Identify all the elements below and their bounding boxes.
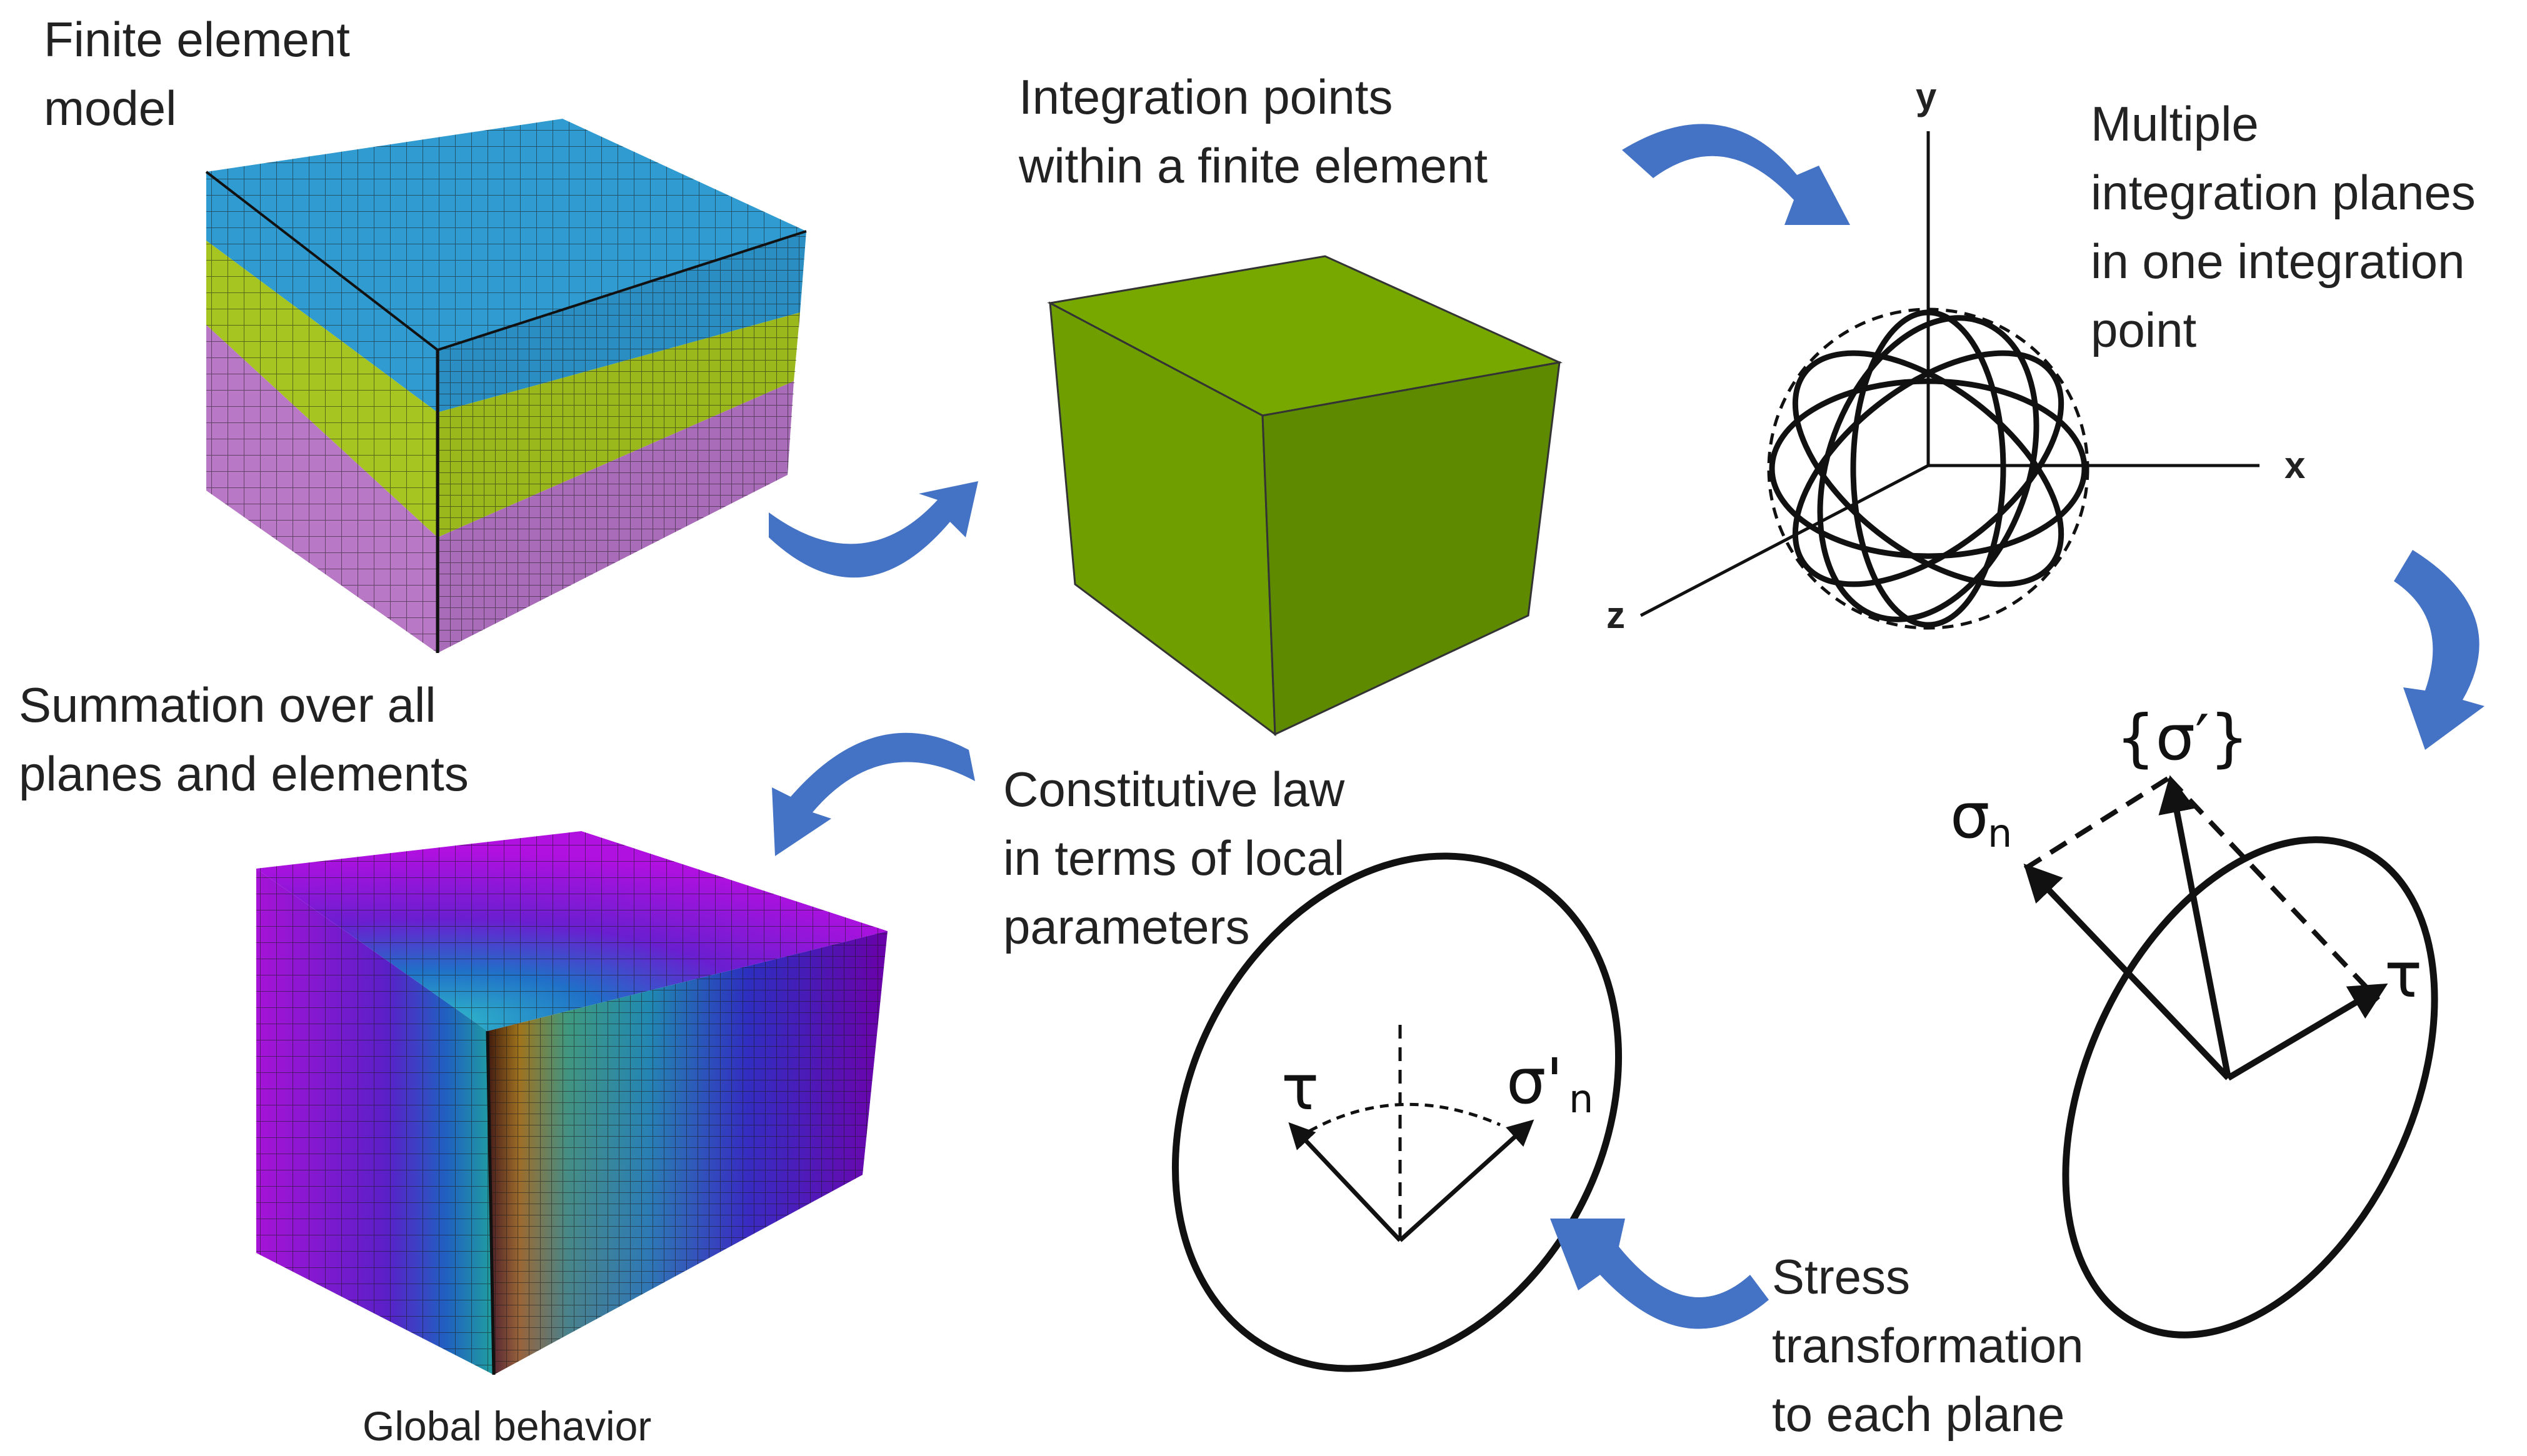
svg-text:model: model	[44, 81, 176, 136]
axis-label-z: z	[1606, 594, 1625, 636]
svg-text:point: point	[2091, 302, 2196, 357]
svg-text:Finite element: Finite element	[44, 12, 350, 67]
svg-text:n: n	[1988, 810, 2012, 856]
svg-text:transformation: transformation	[1772, 1318, 2084, 1373]
label-multiple-planes: Multiple integration planes in one integ…	[2091, 96, 2476, 357]
local-stress-plane	[1172, 852, 1622, 1372]
svg-text:Stress: Stress	[1772, 1249, 1910, 1304]
svg-text:planes and elements: planes and elements	[19, 746, 469, 801]
svg-text:Constitutive law: Constitutive law	[1003, 762, 1345, 817]
svg-text:to each plane: to each plane	[1772, 1387, 2064, 1442]
flow-arrows	[769, 124, 2484, 1329]
axis-label-x: x	[2284, 444, 2305, 486]
global-behavior-cube	[256, 831, 888, 1375]
svg-text:σ: σ	[1950, 779, 1989, 852]
label-integration-points: Integration points within a finite eleme…	[1018, 69, 1488, 193]
fe-model-cube	[205, 119, 807, 653]
z-axis	[1639, 464, 1929, 617]
svg-text:in terms of local: in terms of local	[1003, 830, 1344, 885]
svg-text:in one integration: in one integration	[2091, 234, 2464, 289]
stress-vector-plane	[2023, 775, 2438, 1339]
symbol-sigma-prime-vector: {σ′}	[2116, 701, 2249, 774]
arrow-vector-to-plane	[1550, 1219, 1769, 1329]
symbol-sigma-n: σ n	[1950, 779, 2012, 856]
symbol-sigma-prime-n: σ' n	[1506, 1045, 1593, 1122]
symbol-tau-left: τ	[1281, 1051, 1319, 1124]
label-constitutive-law: Constitutive law in terms of local param…	[1003, 762, 1345, 954]
arrow-element-to-sphere	[1622, 124, 1850, 225]
svg-text:σ': σ'	[1506, 1045, 1563, 1118]
svg-text:Multiple: Multiple	[2091, 96, 2259, 151]
arrow-model-to-element	[769, 481, 978, 578]
axis-label-y: y	[1916, 76, 1937, 117]
arrow-sphere-to-vector	[2394, 550, 2484, 750]
svg-text:integration planes: integration planes	[2091, 165, 2476, 220]
symbol-tau-right: τ	[2384, 939, 2422, 1012]
label-summation: Summation over all planes and elements	[19, 677, 469, 801]
integration-planes-sphere	[1639, 131, 2259, 630]
label-finite-element-model: Finite element model	[44, 12, 350, 136]
svg-text:n: n	[1569, 1076, 1593, 1122]
svg-text:within a finite element: within a finite element	[1018, 138, 1488, 193]
svg-text:Summation over all: Summation over all	[19, 677, 436, 732]
label-stress-transformation: Stress transformation to each plane	[1772, 1249, 2084, 1442]
svg-text:Integration points: Integration points	[1019, 69, 1393, 124]
arrow-law-to-global	[772, 732, 975, 856]
label-global-behavior: Global behavior	[363, 1403, 651, 1449]
finite-element-cube	[1047, 255, 1563, 737]
svg-text:parameters: parameters	[1003, 899, 1250, 954]
